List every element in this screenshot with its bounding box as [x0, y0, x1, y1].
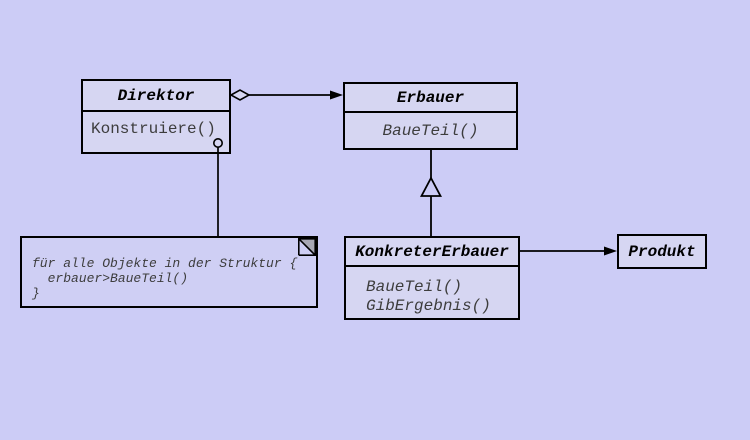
class-erbauer: Erbauer BaueTeil(): [343, 82, 518, 150]
association-arrowhead-icon: [604, 246, 617, 256]
note-line: für alle Objekte in der Struktur {: [32, 256, 298, 271]
aggregation-diamond-icon: [229, 89, 251, 101]
note-line: erbauer>BaueTeil(): [32, 271, 189, 286]
uml-note: für alle Objekte in der Struktur { erbau…: [20, 236, 318, 308]
note-fold-icon: [298, 238, 316, 256]
class-erbauer-name: Erbauer: [345, 84, 516, 113]
method-baueteil: BaueTeil(): [366, 278, 463, 296]
class-konkreter-erbauer-methods: BaueTeil() GibErgebnis(): [346, 267, 518, 318]
aggregation-arrowhead-icon: [330, 90, 343, 100]
method-gibergebnis: GibErgebnis(): [366, 297, 491, 315]
method-konstruiere: Konstruiere(): [91, 120, 216, 138]
class-erbauer-methods: BaueTeil(): [345, 113, 516, 148]
class-direktor-name: Direktor: [83, 81, 229, 112]
class-direktor-methods: Konstruiere(): [83, 112, 229, 152]
note-line: }: [32, 286, 40, 301]
method-baueteil-abstract: BaueTeil(): [382, 121, 479, 140]
generalization-triangle-icon: [420, 176, 442, 197]
class-produkt-name: Produkt: [628, 242, 696, 261]
class-direktor: Direktor Konstruiere(): [81, 79, 231, 154]
class-konkreter-erbauer-name: KonkreterErbauer: [346, 238, 518, 267]
class-konkreter-erbauer: KonkreterErbauer BaueTeil() GibErgebnis(…: [344, 236, 520, 320]
class-produkt: Produkt: [617, 234, 707, 269]
